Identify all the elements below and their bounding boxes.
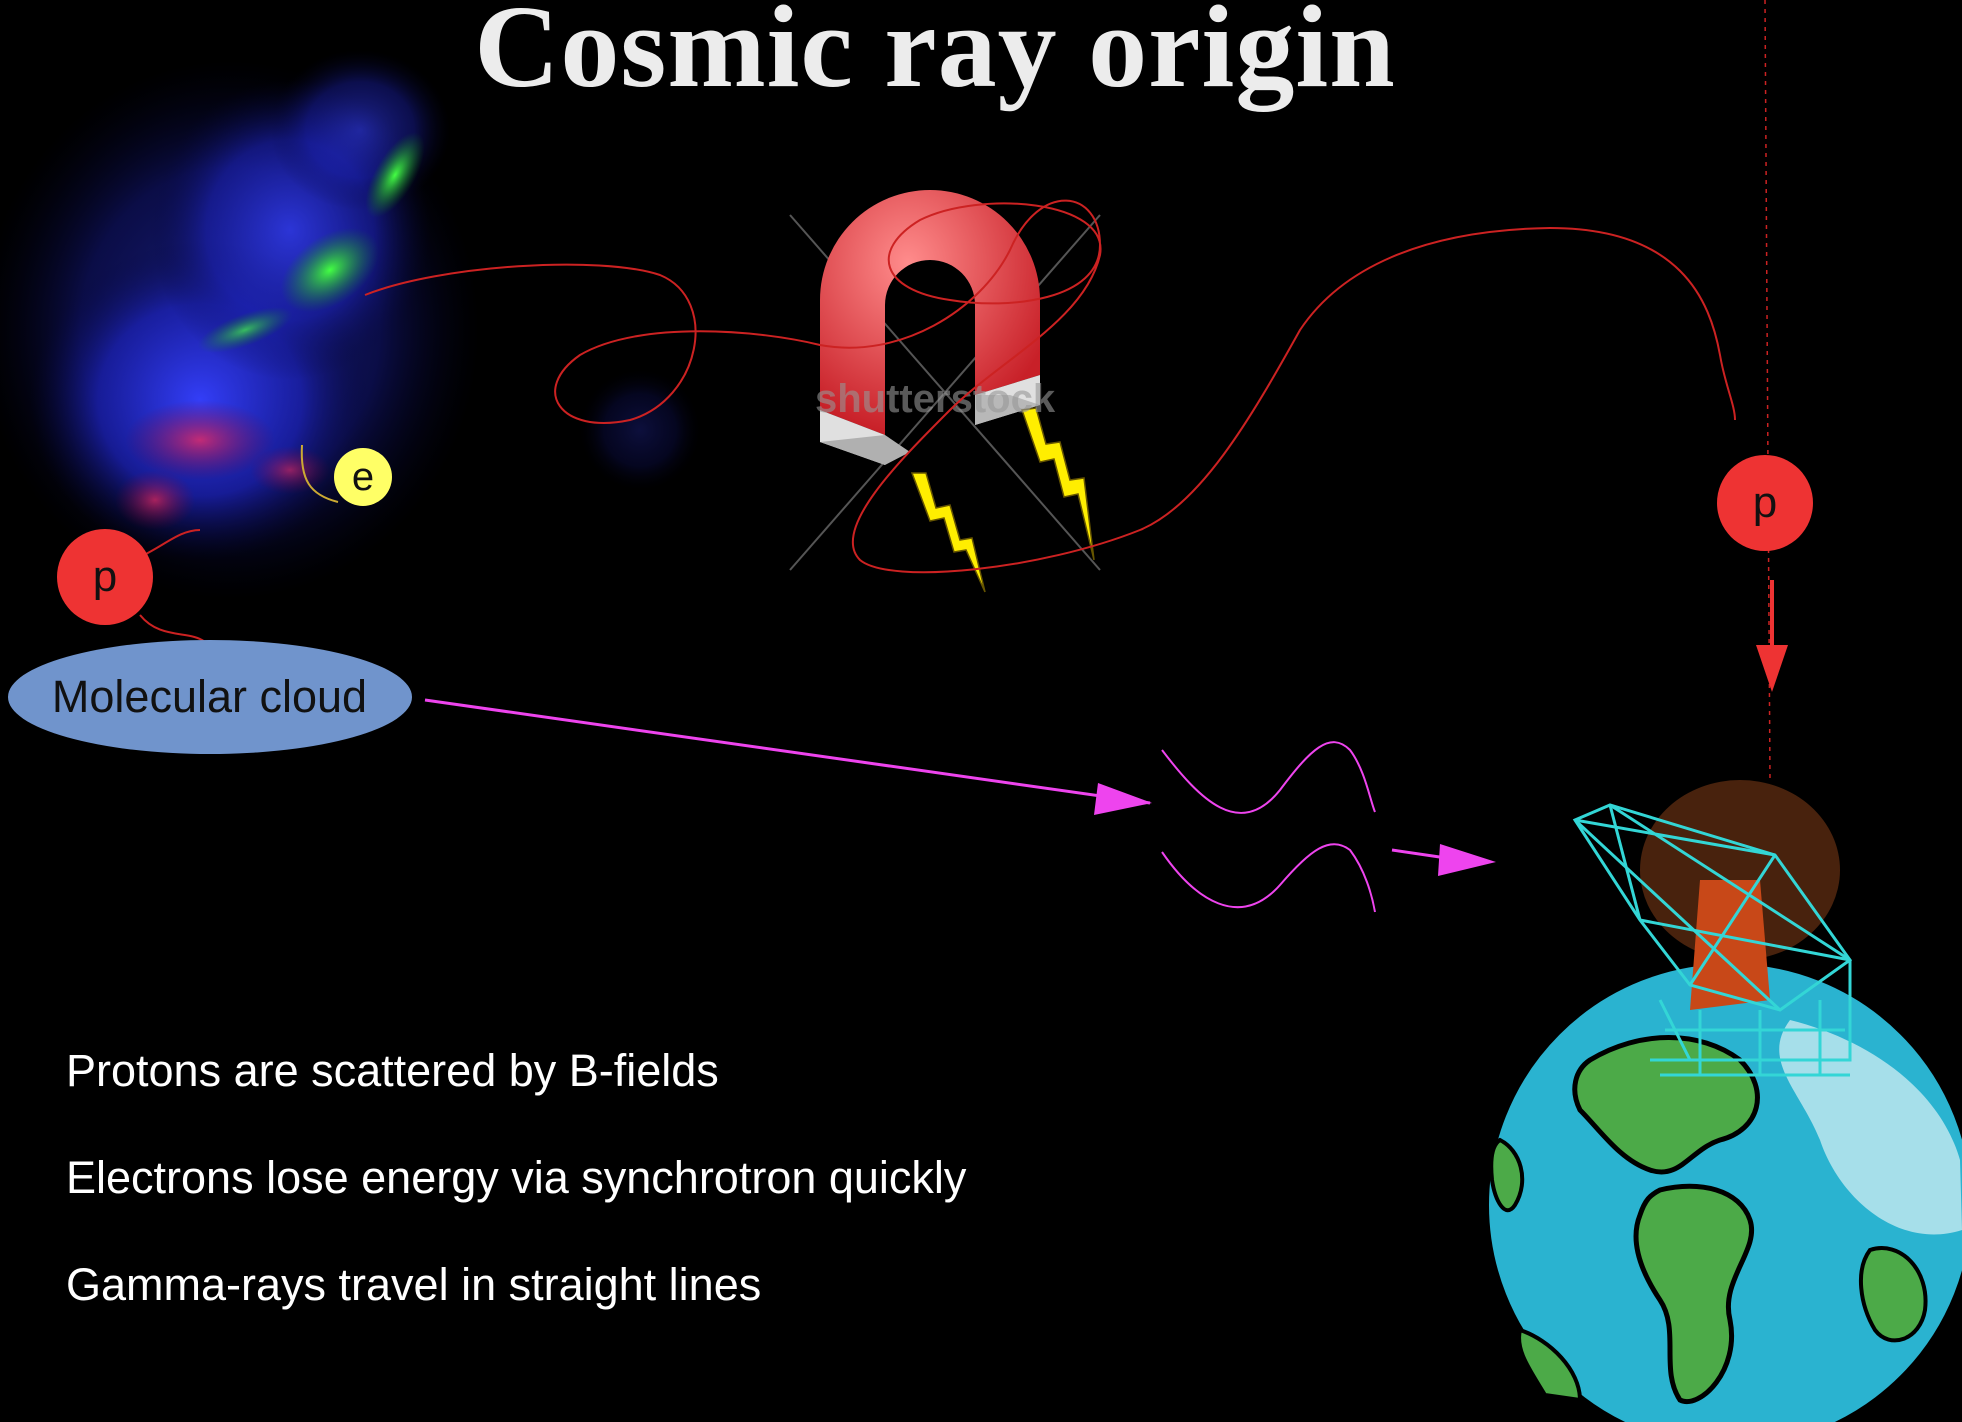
proton-left-label: p bbox=[57, 529, 153, 625]
lightning-bolt-icon bbox=[912, 408, 1094, 592]
gamma-ray-arrow-short-head bbox=[1438, 844, 1496, 876]
molecular-cloud-label: Molecular cloud bbox=[8, 640, 411, 754]
watermark-text: shutterstock bbox=[815, 377, 1056, 421]
bullet-list: Protons are scattered by B-fields Electr… bbox=[66, 1048, 966, 1369]
proton-arrow-head bbox=[1756, 645, 1788, 692]
bullet-item: Electrons lose energy via synchrotron qu… bbox=[66, 1155, 966, 1200]
nebula-image bbox=[0, 50, 700, 600]
gamma-ray-arrow-long-head bbox=[1094, 783, 1152, 815]
bullet-item: Gamma-rays travel in straight lines bbox=[66, 1262, 966, 1307]
proton-right-label: p bbox=[1717, 455, 1813, 551]
gamma-ray-arrow-long bbox=[425, 700, 1150, 803]
page-title: Cosmic ray origin bbox=[0, 0, 1870, 112]
electron-label: e bbox=[334, 448, 392, 506]
bullet-item: Protons are scattered by B-fields bbox=[66, 1048, 966, 1093]
gamma-wave-icon-2 bbox=[1162, 844, 1375, 912]
gamma-wave-icon bbox=[1162, 742, 1375, 813]
